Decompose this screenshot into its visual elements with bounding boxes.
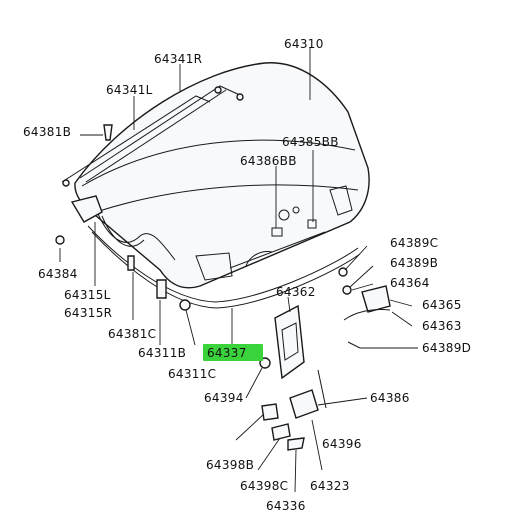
callout-64389c: 64389C xyxy=(390,236,438,250)
callout-64381c: 64381C xyxy=(108,327,156,341)
callout-64341l: 64341L xyxy=(106,83,153,97)
callout-64365: 64365 xyxy=(422,298,462,312)
highlight-64337 xyxy=(203,344,263,361)
leader-lines xyxy=(59,48,418,493)
callout-64398c: 64398C xyxy=(240,479,288,493)
callout-64363: 64363 xyxy=(422,319,462,333)
hardware xyxy=(103,124,391,451)
callout-64384-left: 64384 xyxy=(38,267,78,281)
callout-64398b: 64398B xyxy=(206,458,254,472)
callout-64341r: 64341R xyxy=(154,52,202,66)
callout-64389b: 64389B xyxy=(390,256,438,270)
torsion-bars xyxy=(61,85,244,187)
callout-64389d: 64389D xyxy=(422,341,471,355)
callout-64337: 64337 xyxy=(207,346,247,360)
callout-64394: 64394 xyxy=(204,391,244,405)
callout-64310: 64310 xyxy=(284,37,324,51)
hinge-assembly xyxy=(55,195,176,261)
callout-64386bb: 64386BB xyxy=(240,154,297,168)
callout-64385bb: 64385BB xyxy=(282,135,339,149)
callout-64323: 64323 xyxy=(310,479,350,493)
callout-64381b: 64381B xyxy=(23,125,71,139)
trunk-lid xyxy=(74,62,370,309)
callout-64364: 64364 xyxy=(390,276,430,290)
callout-64336: 64336 xyxy=(266,499,306,513)
callout-64396: 64396 xyxy=(322,437,362,451)
callout-64386: 64386 xyxy=(370,391,410,405)
callout-64311b: 64311B xyxy=(138,346,186,360)
callout-64311c: 64311C xyxy=(168,367,216,381)
callout-64315r: 64315R xyxy=(64,306,112,320)
callout-labels: 64310 64341R 64341L 64381B 64385BB 64386… xyxy=(23,37,471,513)
callout-64362: 64362 xyxy=(276,285,316,299)
callout-64315l: 64315L xyxy=(64,288,111,302)
